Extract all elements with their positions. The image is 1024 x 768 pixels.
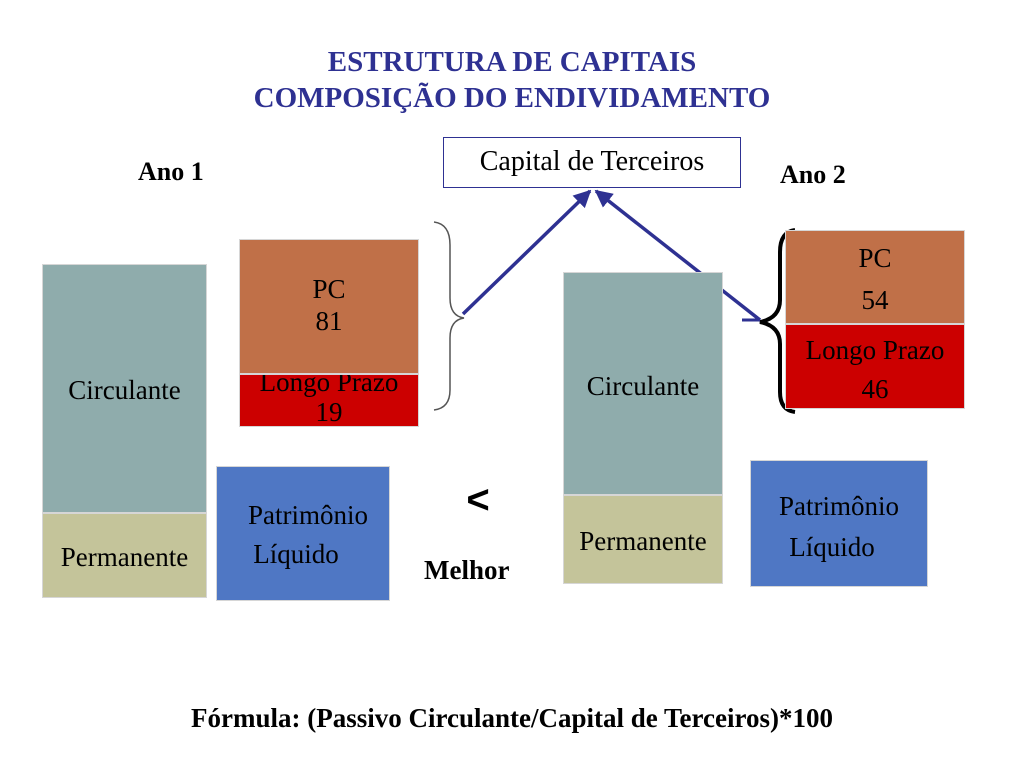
ano1-brace — [433, 221, 465, 411]
ano2-longo-prazo-value: 46 — [861, 374, 889, 404]
ano1-patrimonio-line1: Patrimônio — [248, 500, 368, 530]
ano1-circulante-block: Circulante — [42, 264, 207, 513]
ano1-longo-prazo-value: 19 — [315, 397, 343, 427]
arrow-ano1 — [461, 189, 592, 316]
ano1-permanente-block: Permanente — [42, 513, 207, 598]
ano2-patrimonio-block: Patrimônio Líquido — [750, 460, 928, 587]
ano2-permanente-label: Permanente — [579, 526, 707, 556]
arrow-ano2 — [594, 189, 762, 322]
ano1-longo-prazo-label: Longo Prazo — [259, 374, 399, 397]
ano1-patrimonio-line2: Líquido — [253, 539, 339, 569]
less-than-symbol: < — [466, 478, 490, 522]
melhor-label: Melhor — [424, 555, 510, 585]
ano2-longo-prazo-block: Longo Prazo 46 — [785, 324, 965, 409]
ano2-patrimonio-line1: Patrimônio — [779, 491, 899, 521]
ano2-pc-label: PC — [858, 243, 892, 273]
ano1-patrimonio-block: Patrimônio Líquido — [216, 466, 390, 601]
ano2-patrimonio-line2: Líquido — [789, 532, 875, 562]
ano2-permanente-block: Permanente — [563, 495, 723, 584]
formula-text: Fórmula: (Passivo Circulante/Capital de … — [191, 703, 833, 733]
ano1-pc-block: PC 81 — [239, 239, 419, 374]
ano2-pc-value: 54 — [861, 285, 889, 315]
ano1-permanente-label: Permanente — [60, 542, 189, 572]
ano2-pc-block: PC 54 — [785, 230, 965, 324]
ano1-longo-prazo-block: Longo Prazo 19 — [239, 374, 419, 427]
ano2-circulante-label: Circulante — [586, 371, 700, 401]
ano1-pc-label: PC — [312, 274, 346, 304]
ano2-longo-prazo-label: Longo Prazo — [805, 335, 945, 365]
ano1-circulante-label: Circulante — [68, 375, 181, 405]
slide-title: ESTRUTURA DE CAPITAIS COMPOSIÇÃO DO ENDI… — [0, 44, 1024, 116]
capital-terceiros-box: Capital de Terceiros — [443, 137, 741, 188]
ano2-brace — [759, 228, 796, 414]
ano2-circulante-block: Circulante — [563, 272, 723, 495]
ano1-label: Ano 1 — [138, 157, 204, 186]
ano2-label: Ano 2 — [780, 160, 846, 189]
title-line-2: COMPOSIÇÃO DO ENDIVIDAMENTO — [253, 82, 771, 114]
title-line-1: ESTRUTURA DE CAPITAIS — [327, 46, 697, 78]
ano1-pc-value: 81 — [315, 306, 343, 336]
